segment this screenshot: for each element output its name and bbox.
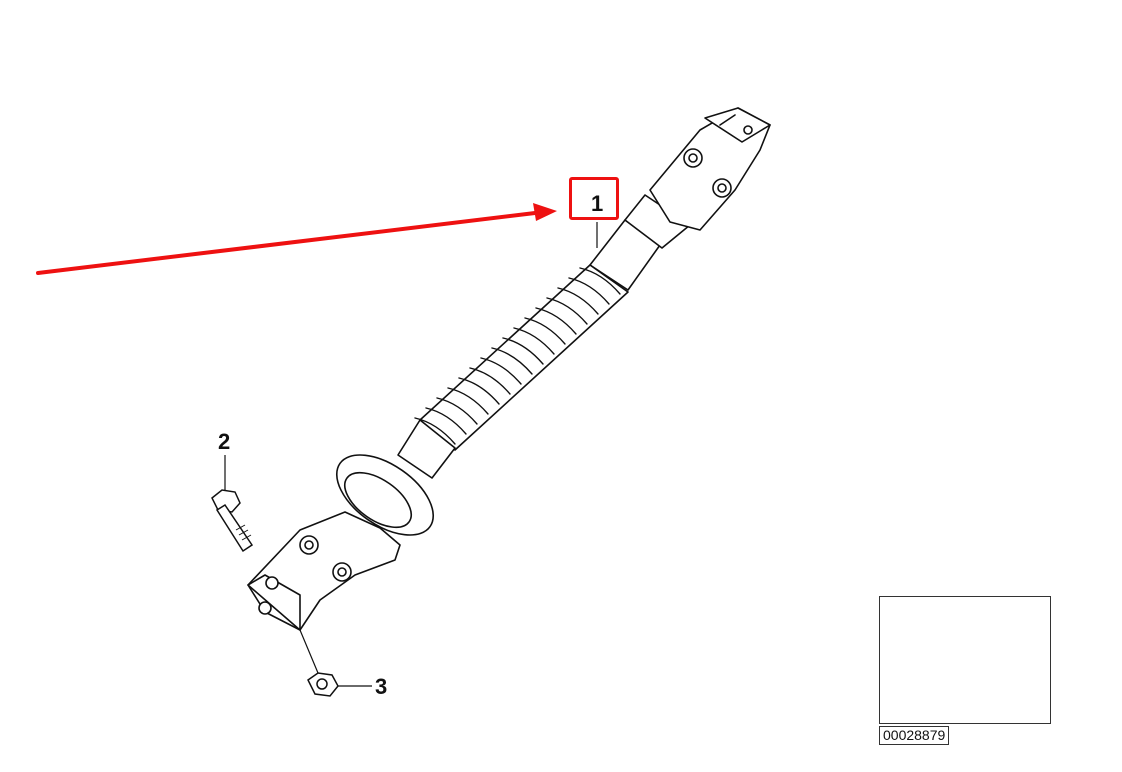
callout-1: 1	[591, 191, 603, 216]
callout-3: 3	[375, 674, 387, 699]
reference-code: 00028879	[879, 726, 950, 745]
callout-highlight-box	[569, 177, 619, 220]
annotation-arrow	[36, 203, 557, 275]
locator-thumbnail	[879, 596, 1051, 724]
callout-2: 2	[218, 429, 230, 454]
bellows	[414, 264, 629, 451]
bolt-part	[211, 489, 254, 553]
leader-lines	[224, 222, 598, 687]
steering-shaft-assembly	[247, 107, 771, 631]
nut-part	[307, 672, 339, 697]
